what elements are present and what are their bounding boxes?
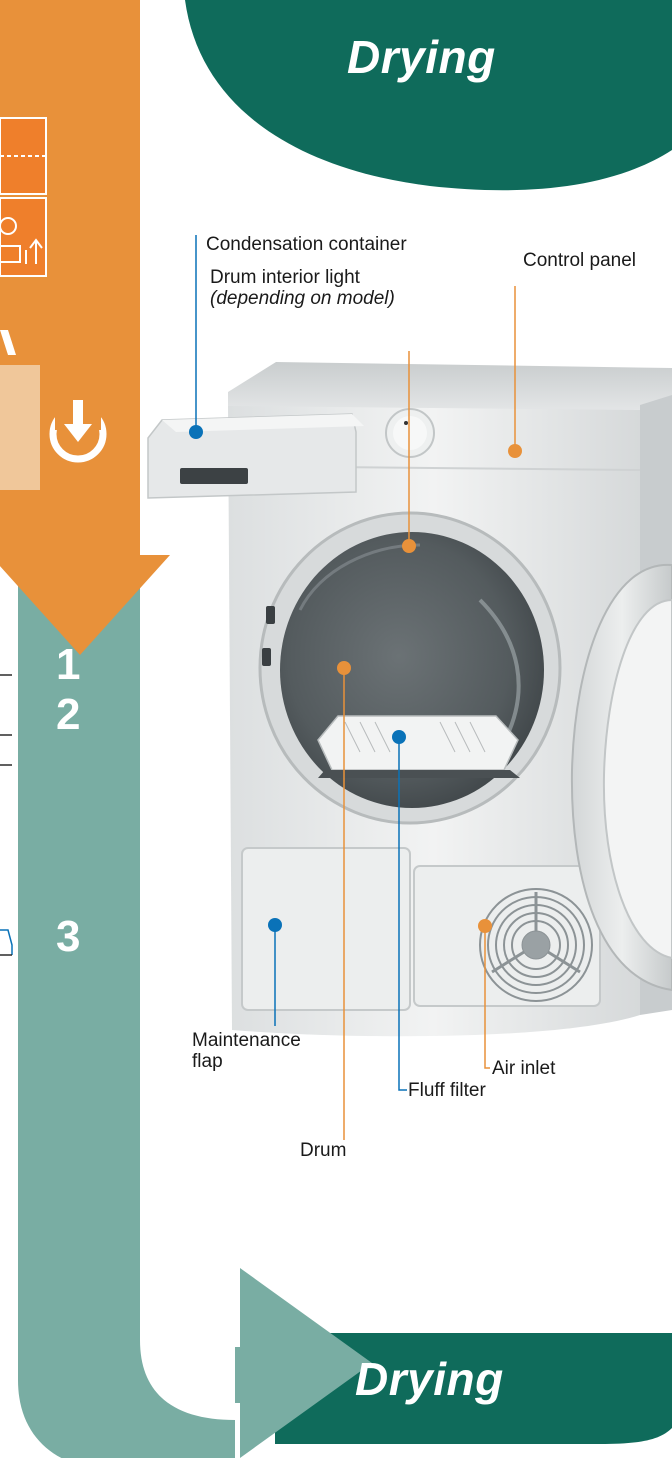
label-drum-interior-light: Drum interior light bbox=[210, 267, 360, 288]
step-number-3: 3 bbox=[56, 912, 80, 962]
label-control-panel: Control panel bbox=[523, 250, 636, 271]
header-dome bbox=[185, 0, 672, 190]
dot-fluff bbox=[392, 730, 406, 744]
label-drum: Drum bbox=[300, 1140, 346, 1161]
dot-condensation bbox=[189, 425, 203, 439]
dot-drum bbox=[337, 661, 351, 675]
dot-light bbox=[402, 539, 416, 553]
label-drum-interior-light-note: (depending on model) bbox=[210, 288, 395, 309]
left-icon-box-2 bbox=[0, 198, 46, 276]
dot-control bbox=[508, 444, 522, 458]
label-air-inlet: Air inlet bbox=[492, 1058, 555, 1079]
label-maintenance-flap: Maintenance flap bbox=[192, 1030, 301, 1072]
left-pale-box bbox=[0, 365, 40, 490]
step-number-2: 2 bbox=[56, 690, 80, 740]
footer-title: Drying bbox=[355, 1352, 504, 1406]
label-condensation-container: Condensation container bbox=[206, 234, 407, 255]
step-number-1: 1 bbox=[56, 640, 80, 690]
dot-air bbox=[478, 919, 492, 933]
header-title: Drying bbox=[347, 30, 496, 84]
dryer-illustration bbox=[148, 362, 672, 1036]
dot-maintenance bbox=[268, 918, 282, 932]
label-fluff-filter: Fluff filter bbox=[408, 1080, 486, 1101]
flow-band bbox=[18, 560, 235, 1458]
